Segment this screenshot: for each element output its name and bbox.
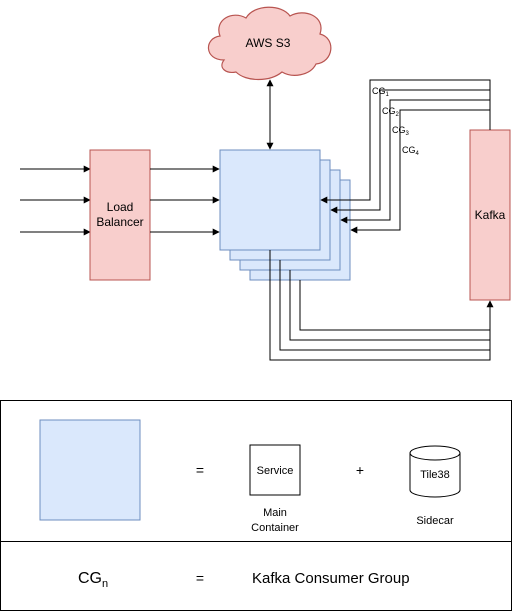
- cg3-line: [340, 99, 491, 224]
- producer-line-3: [289, 270, 490, 341]
- load-balancer-label-line2: Balancer: [96, 215, 143, 229]
- producer-line-2: [279, 260, 490, 351]
- kafka: Kafka: [469, 129, 511, 301]
- incoming-traffic-arrows: [20, 165, 91, 236]
- service-instance-1: [219, 149, 321, 251]
- load-balancer: Load Balancer: [89, 149, 151, 281]
- cg4-label: CG4: [402, 145, 420, 157]
- load-balancer-box: [89, 149, 151, 281]
- consumer-group-labels: CG1 CG2 CG3 CG4: [372, 86, 420, 157]
- tile38-database-icon: Tile38: [409, 445, 461, 498]
- legend-service-instance-swatch: [39, 419, 141, 521]
- kafka-box: [469, 129, 511, 301]
- legend-cg-symbol: CGn: [78, 570, 108, 590]
- legend-main-container-line2: Container: [251, 522, 299, 534]
- legend-service-label: Service: [257, 465, 294, 477]
- cg1-label: CG1: [372, 86, 390, 98]
- aws-s3-cloud: AWS S3: [207, 6, 332, 81]
- legend: = Service Main Container + Tile38 Sideca…: [0, 400, 512, 611]
- lb-to-service-arrows: [150, 165, 220, 236]
- service-instances-stack: [219, 149, 351, 281]
- cloud-shape: [207, 6, 332, 81]
- cg3-label: CG3: [392, 125, 410, 137]
- producer-line-4: [299, 280, 490, 331]
- producer-lines: [269, 250, 494, 361]
- consumer-group-lines: [320, 79, 491, 234]
- legend-main-container-line1: Main: [263, 507, 287, 519]
- legend-tile38-label: Tile38: [420, 469, 450, 481]
- kafka-label: Kafka: [475, 208, 506, 222]
- cg4-line: [350, 109, 491, 234]
- legend-service-box: [249, 444, 301, 496]
- legend-equals-1: =: [196, 462, 204, 478]
- tile38-cylinder-top: [409, 445, 461, 461]
- aws-s3-label: AWS S3: [246, 36, 291, 50]
- cg2-label: CG2: [382, 106, 400, 118]
- legend-cg-definition: Kafka Consumer Group: [252, 570, 410, 587]
- legend-equals-2: =: [196, 570, 204, 586]
- tile38-cylinder-body: [409, 453, 461, 498]
- legend-plus: +: [356, 462, 364, 478]
- load-balancer-label-line1: Load: [107, 200, 134, 214]
- legend-sidecar-label: Sidecar: [416, 515, 454, 527]
